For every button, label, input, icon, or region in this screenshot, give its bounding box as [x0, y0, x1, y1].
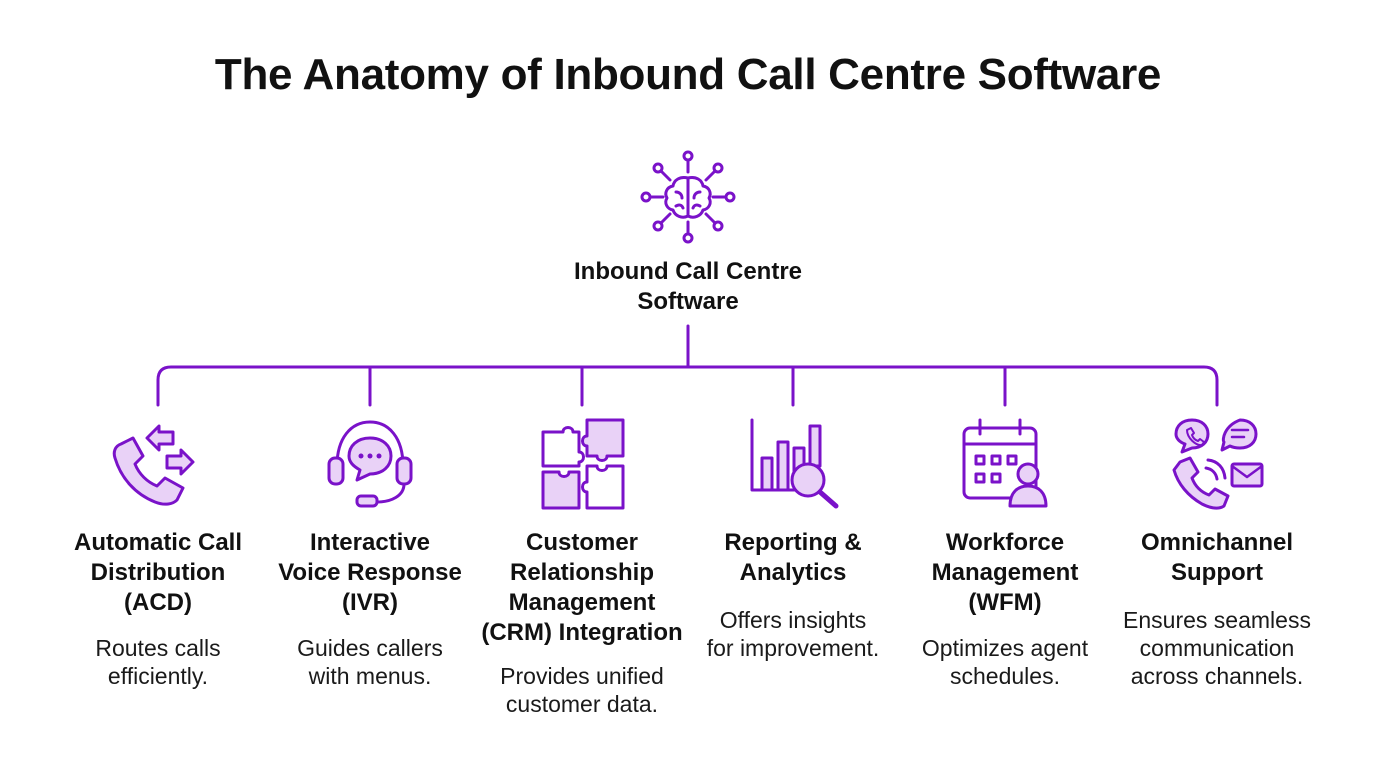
desc-line: with menus.: [308, 663, 432, 689]
omnichannel-icon: [1172, 418, 1264, 510]
hub-label-line: Inbound Call Centre: [574, 258, 802, 285]
desc-line: schedules.: [950, 663, 1060, 689]
desc-line: Offers insights: [719, 607, 867, 633]
desc-line: Ensures seamless: [1123, 607, 1311, 633]
calendar-person-icon: [962, 418, 1048, 508]
headset-chat-icon: [327, 420, 413, 508]
title-line: Customer: [525, 529, 639, 556]
node-title: Reporting & Analytics: [683, 528, 903, 588]
desc-line: Guides callers: [297, 635, 443, 661]
node-title: Workforce Management (WFM): [895, 528, 1115, 618]
node-title: Customer Relationship Management (CRM) I…: [472, 528, 692, 648]
node-description: Guides callers with menus.: [260, 634, 480, 690]
phone-arrows-icon: [112, 424, 195, 506]
title-line: Analytics: [739, 559, 847, 586]
desc-line: Optimizes agent: [921, 635, 1089, 661]
brain-network-icon: [640, 150, 736, 244]
title-line: (CRM) Integration: [481, 619, 683, 646]
title-line: Reporting &: [724, 529, 862, 556]
desc-line: Routes calls: [95, 635, 221, 661]
node-description: Ensures seamless communication across ch…: [1107, 606, 1327, 690]
title-line: Omnichannel: [1140, 529, 1294, 556]
title-line: Support: [1171, 559, 1263, 586]
page-title: The Anatomy of Inbound Call Centre Softw…: [214, 50, 1162, 99]
desc-line: customer data.: [505, 691, 659, 717]
desc-line: Provides unified: [500, 663, 664, 689]
bar-chart-magnifier-icon: [750, 418, 839, 509]
title-line: (IVR): [342, 589, 398, 616]
node-description: Optimizes agent schedules.: [895, 634, 1115, 690]
hub-label-line: Software: [637, 288, 739, 315]
title-line: (WFM): [968, 589, 1042, 616]
desc-line: communication: [1139, 635, 1295, 661]
node-description: Provides unified customer data.: [472, 662, 692, 718]
desc-line: efficiently.: [107, 663, 209, 689]
node-description: Routes calls efficiently.: [48, 634, 268, 690]
title-line: Relationship: [509, 559, 654, 586]
desc-line: across channels.: [1130, 663, 1304, 689]
title-line: Distribution: [90, 559, 226, 586]
title-line: Interactive: [309, 529, 431, 556]
title-line: Automatic Call: [73, 529, 243, 556]
title-line: Management: [931, 559, 1079, 586]
title-line: Workforce: [945, 529, 1065, 556]
desc-line: for improvement.: [706, 635, 880, 661]
node-title: Interactive Voice Response (IVR): [260, 528, 480, 618]
title-line: (ACD): [124, 589, 192, 616]
title-line: Management: [508, 589, 656, 616]
puzzle-icon: [541, 418, 625, 510]
node-title: Automatic Call Distribution (ACD): [48, 528, 268, 618]
title-line: Voice Response: [278, 559, 462, 586]
hub-label: Inbound Call Centre Software: [488, 257, 888, 317]
node-title: Omnichannel Support: [1107, 528, 1327, 588]
node-description: Offers insights for improvement.: [683, 606, 903, 662]
